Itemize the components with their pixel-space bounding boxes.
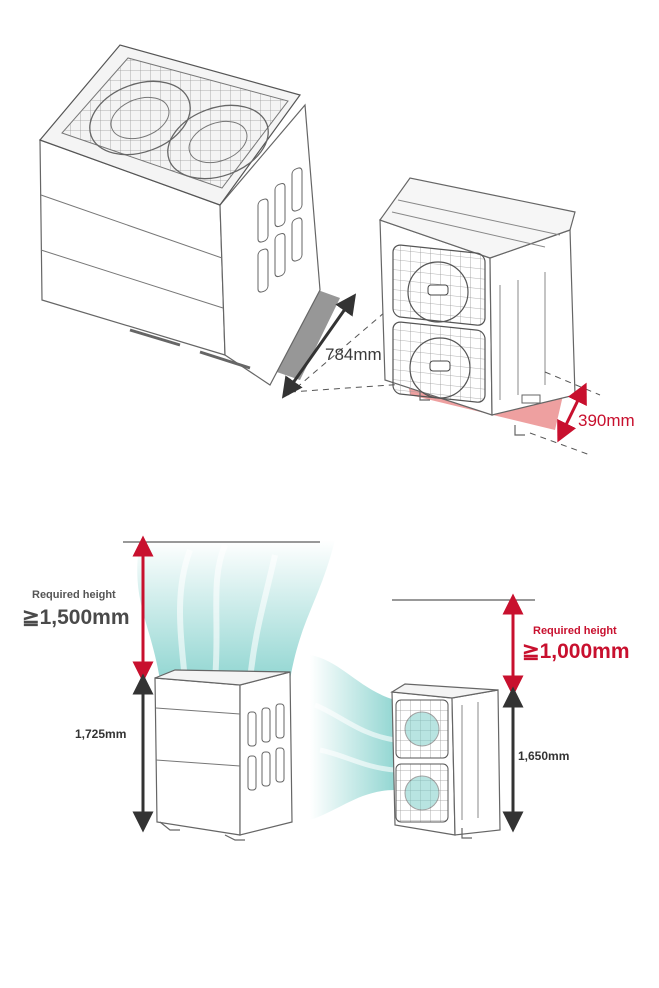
large-unit-height-label: 1,725mm (75, 727, 126, 741)
small-unit-depth-dimension: 390mm (529, 371, 635, 456)
small-unit-required-height-value: ≧1,000mm (522, 640, 630, 663)
small-unit-top-illustration (379, 177, 576, 436)
small-unit-clearance-dimension: Required height ≧1,000mm (392, 593, 630, 697)
large-unit-required-height-value: ≧1,500mm (22, 606, 130, 629)
large-unit-required-height-label: Required height (32, 589, 116, 601)
small-unit-bottom-illustration (390, 683, 501, 839)
small-unit-height-label: 1,650mm (518, 749, 569, 763)
small-unit-required-height-label: Required height (533, 625, 617, 637)
large-unit-depth-dimension: 784mm (281, 293, 406, 399)
large-unit-top-illustration (38, 44, 340, 386)
large-unit-airflow (137, 540, 335, 681)
small-unit-height-dimension: 1,650mm (502, 686, 569, 833)
small-unit-airflow (310, 655, 396, 820)
large-unit-height-dimension: 1,725mm (75, 673, 154, 833)
large-unit-bottom-illustration (154, 669, 293, 841)
small-unit-depth-label: 390mm (578, 411, 635, 430)
large-unit-depth-label: 784mm (325, 345, 382, 364)
large-unit-clearance-dimension: Required height ≧1,500mm (22, 535, 320, 683)
